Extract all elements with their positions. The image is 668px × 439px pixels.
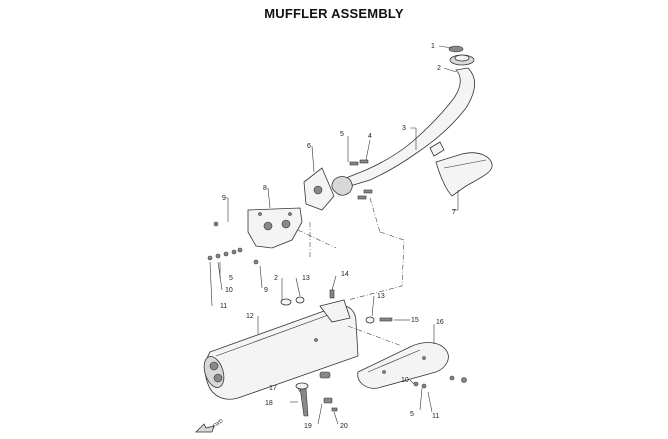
callout-15: 15 <box>411 317 419 324</box>
fwd-label: FWD <box>212 418 225 430</box>
hardware <box>207 159 467 417</box>
fwd-arrow-icon: FWD <box>195 418 225 433</box>
callout-5: 5 <box>340 131 344 138</box>
callout-numbers: 1 2 3 4 5 6 7 8 9 5 10 9 11 2 13 14 13 1… <box>220 43 456 430</box>
callout-11: 11 <box>220 303 227 310</box>
callout-7: 7 <box>452 209 456 216</box>
bolt <box>363 189 373 194</box>
bolt <box>359 159 369 164</box>
callout-3: 3 <box>402 125 406 132</box>
head-pipe <box>331 45 475 196</box>
bolt <box>357 195 367 200</box>
washer <box>365 316 375 324</box>
callout-5: 5 <box>229 275 233 282</box>
leader-lines <box>209 45 459 425</box>
callout-2: 2 <box>437 65 441 72</box>
callout-17: 17 <box>269 385 277 392</box>
callout-19: 19 <box>304 423 312 430</box>
bolt <box>379 317 393 322</box>
callout-12: 12 <box>246 313 254 320</box>
callout-18: 18 <box>265 400 273 407</box>
muffler-heat-shield <box>357 342 449 389</box>
gasket-ring <box>448 45 464 53</box>
page-title: MUFFLER ASSEMBLY <box>264 6 404 21</box>
bolt-head <box>213 221 219 227</box>
callout-9: 9 <box>222 195 226 202</box>
callout-10: 10 <box>401 377 409 384</box>
callout-10: 10 <box>225 287 233 294</box>
mounting-bracket <box>247 207 303 249</box>
callout-13: 13 <box>302 275 310 282</box>
callout-2: 2 <box>274 275 278 282</box>
alignment-lines <box>297 197 405 347</box>
pipe-heat-shield <box>435 152 493 197</box>
callout-14: 14 <box>341 271 349 278</box>
muffler-body <box>203 299 359 400</box>
callout-1: 1 <box>431 43 435 50</box>
callout-9: 9 <box>264 287 268 294</box>
callout-11: 11 <box>432 413 439 420</box>
washer <box>280 298 292 306</box>
spring <box>299 387 309 417</box>
callout-8: 8 <box>263 185 267 192</box>
bolt <box>349 161 359 166</box>
callout-5: 5 <box>410 411 414 418</box>
callout-4: 4 <box>368 133 372 140</box>
callout-16: 16 <box>436 319 444 326</box>
callout-20: 20 <box>340 423 348 430</box>
callout-13: 13 <box>377 293 385 300</box>
callout-6: 6 <box>307 143 311 150</box>
flange-gasket <box>303 167 335 211</box>
